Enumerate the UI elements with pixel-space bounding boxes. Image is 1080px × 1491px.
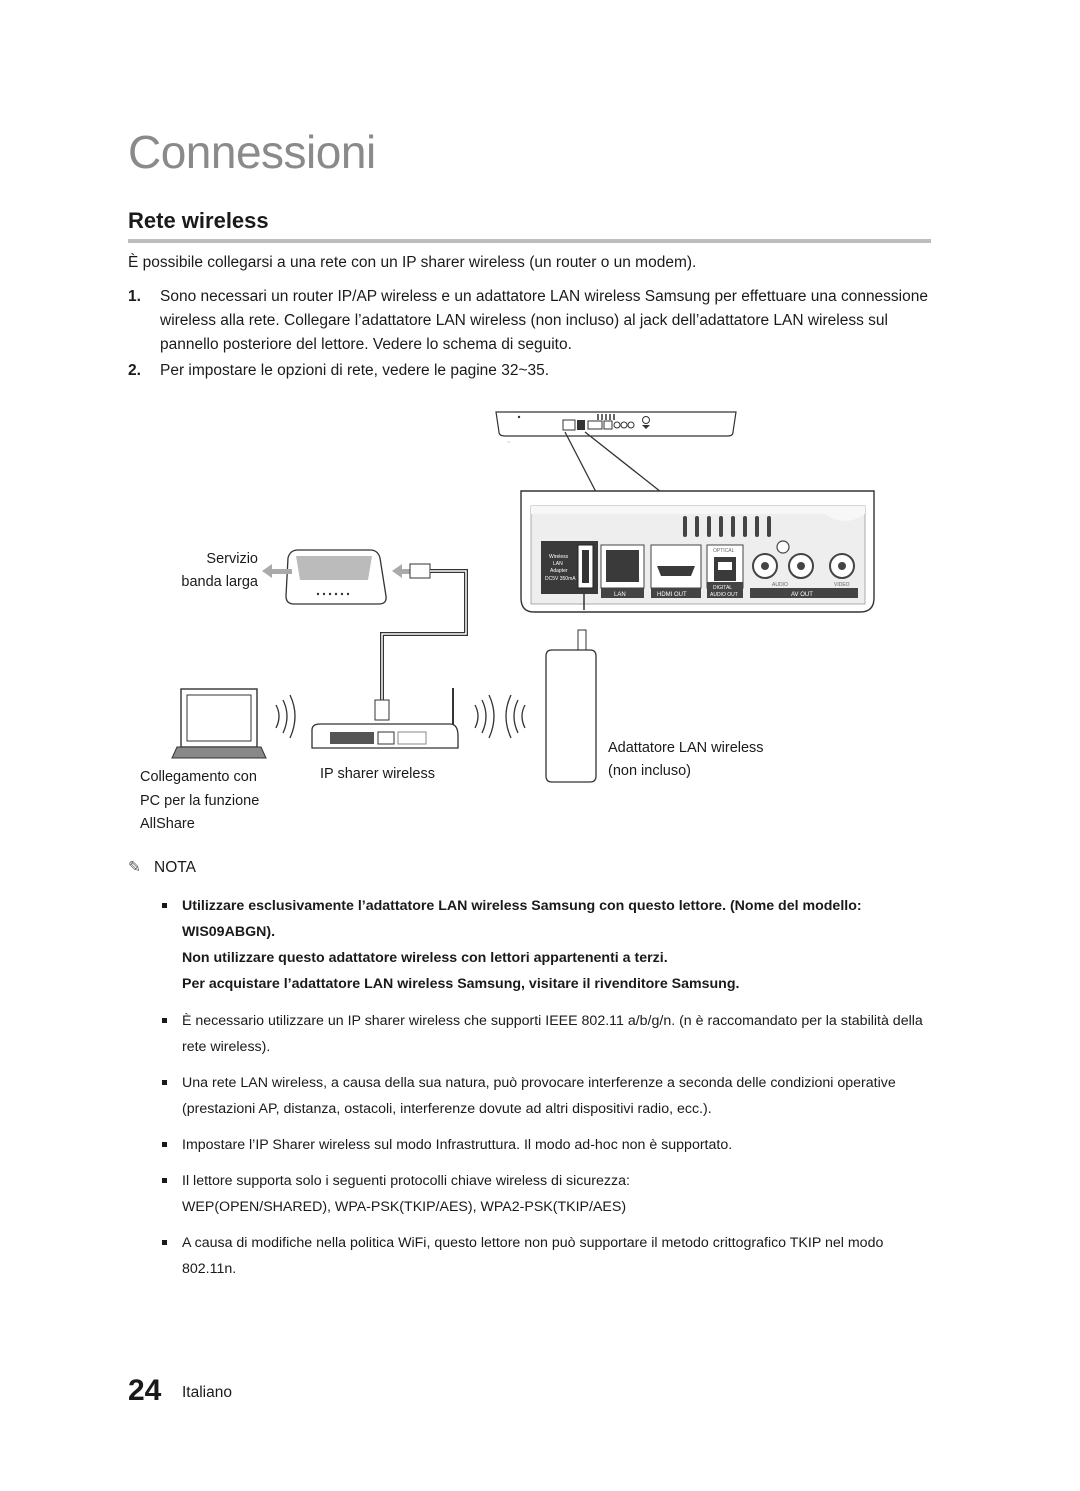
svg-text:DIGITAL: DIGITAL	[713, 585, 732, 591]
chapter-title: Connessioni	[128, 126, 376, 178]
section-divider	[128, 239, 931, 243]
wireless-signal-icon	[275, 694, 296, 739]
bullet-square-icon	[162, 903, 167, 908]
note-item: Impostare l’IP Sharer wireless sul modo …	[160, 1132, 935, 1158]
note-text: Per acquistare l’adattatore LAN wireless…	[182, 976, 740, 992]
pc-label-3: AllShare	[140, 816, 195, 832]
note-title: NOTA	[154, 859, 196, 876]
intro-paragraph: È possibile collegarsi a una rete con un…	[128, 254, 697, 271]
svg-text:VIDEO: VIDEO	[834, 582, 850, 588]
bluray-player-icon: ~	[495, 411, 737, 493]
ethernet-cable	[374, 563, 468, 721]
page-number: 24	[128, 1374, 162, 1407]
note-text: Non utilizzare questo adattatore wireles…	[182, 950, 668, 966]
bullet-square-icon	[162, 1080, 167, 1085]
laptop-icon	[171, 688, 267, 759]
section-title: Rete wireless	[128, 208, 269, 233]
note-text: Una rete LAN wireless, a causa della sua…	[182, 1075, 896, 1117]
wireless-connection-diagram: ~ Wireless LAN Adapter DC5V 350mA LAN	[171, 411, 875, 783]
note-list: Utilizzare esclusivamente l’adattatore L…	[160, 893, 935, 1292]
language-label: Italiano	[182, 1384, 232, 1401]
svg-text:AUDIO OUT: AUDIO OUT	[710, 592, 738, 598]
step-text: Sono necessari un router IP/AP wireless …	[160, 288, 928, 353]
bullet-square-icon	[162, 1142, 167, 1147]
wireless-signal-icon	[474, 694, 526, 739]
note-text: Impostare l’IP Sharer wireless sul modo …	[182, 1137, 733, 1153]
pc-label-2: PC per la funzione	[140, 793, 260, 809]
step-text: Per impostare le opzioni di rete, vedere…	[160, 362, 550, 379]
step-number: 2.	[128, 362, 141, 379]
bullet-square-icon	[162, 1240, 167, 1245]
ip-sharer-label: IP sharer wireless	[320, 766, 435, 782]
note-item: Una rete LAN wireless, a causa della sua…	[160, 1070, 935, 1122]
broadband-label-2: banda larga	[181, 574, 258, 590]
note-text: A causa di modifiche nella politica WiFi…	[182, 1235, 884, 1277]
note-text: Il lettore supporta solo i seguenti prot…	[182, 1173, 630, 1189]
note-item: A causa di modifiche nella politica WiFi…	[160, 1230, 935, 1282]
step-1: 1. Sono necessari un router IP/AP wirele…	[128, 285, 934, 357]
svg-text:DC5V 350mA: DC5V 350mA	[545, 576, 576, 582]
note-heading: ✎ NOTA	[128, 858, 196, 877]
note-text: WEP(OPEN/SHARED), WPA-PSK(TKIP/AES), WPA…	[182, 1199, 627, 1215]
svg-text:AUDIO: AUDIO	[772, 582, 788, 588]
note-item: Il lettore supporta solo i seguenti prot…	[160, 1168, 935, 1220]
adapter-label-1: Adattatore LAN wireless	[608, 740, 764, 756]
rear-panel-closeup: Wireless LAN Adapter DC5V 350mA LAN HDMI…	[520, 490, 875, 613]
svg-text:AV OUT: AV OUT	[791, 592, 813, 598]
broadband-modem-icon	[262, 549, 410, 605]
svg-text:LAN: LAN	[614, 592, 626, 598]
wireless-lan-adapter-icon	[545, 629, 597, 783]
note-item: Utilizzare esclusivamente l’adattatore L…	[160, 893, 935, 997]
adapter-label-2: (non incluso)	[608, 763, 692, 779]
note-text: È necessario utilizzare un IP sharer wir…	[182, 1013, 923, 1055]
step-2: 2. Per impostare le opzioni di rete, ved…	[128, 359, 934, 383]
step-number: 1.	[128, 288, 141, 305]
note-text: Utilizzare esclusivamente l’adattatore L…	[182, 898, 862, 940]
pencil-icon: ✎	[128, 859, 141, 876]
wireless-router-icon	[311, 688, 459, 749]
bullet-square-icon	[162, 1018, 167, 1023]
svg-text:Wireless: Wireless	[549, 554, 569, 560]
svg-text:HDMI OUT: HDMI OUT	[657, 592, 687, 598]
note-item: È necessario utilizzare un IP sharer wir…	[160, 1008, 935, 1060]
broadband-label-1: Servizio	[206, 551, 258, 567]
svg-text:LAN: LAN	[553, 561, 563, 567]
svg-text:Adapter: Adapter	[550, 568, 568, 574]
pc-label-1: Collegamento con	[140, 769, 257, 785]
bullet-square-icon	[162, 1178, 167, 1183]
svg-text:~: ~	[507, 440, 511, 446]
svg-text:OPTICAL: OPTICAL	[713, 548, 735, 554]
